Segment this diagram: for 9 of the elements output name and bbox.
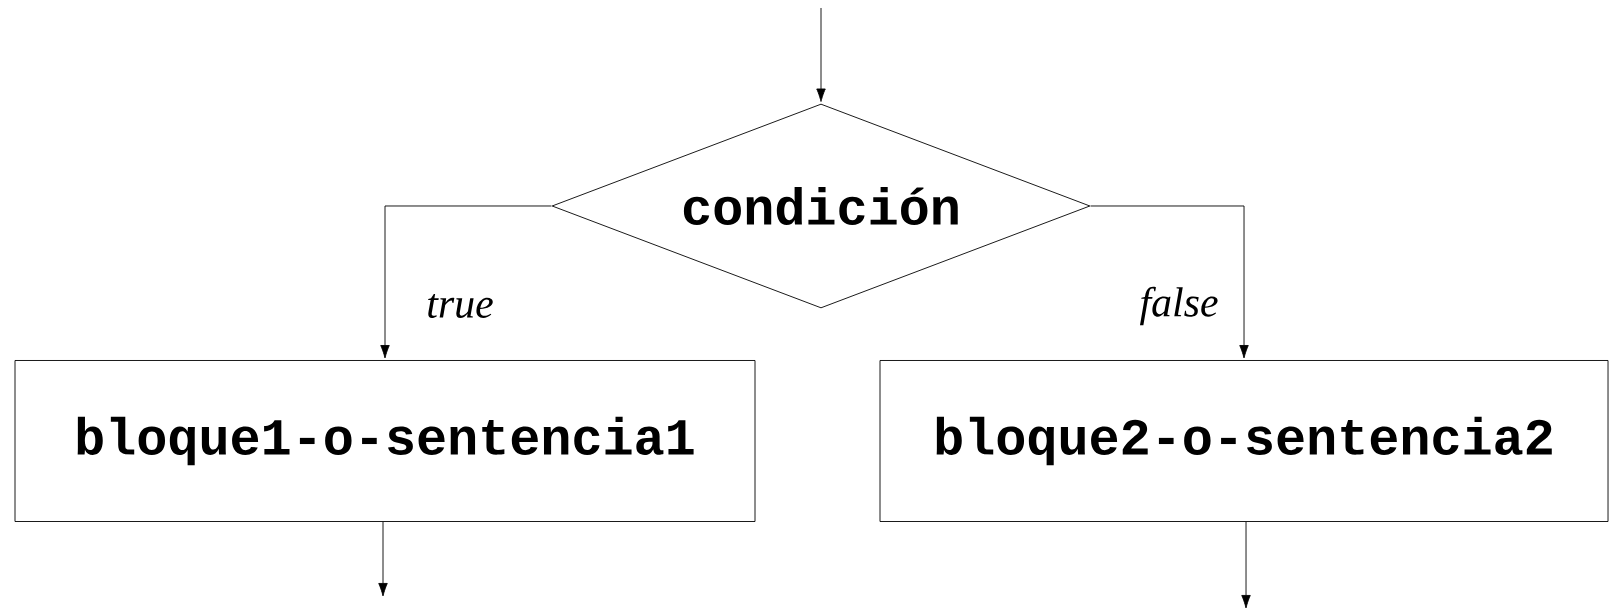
process-box: bloque2-o-sentencia2: [879, 360, 1609, 522]
arrow: [816, 7, 826, 102]
arrow: [380, 205, 552, 359]
edge-label: true: [425, 292, 495, 319]
arrow: [1090, 205, 1249, 359]
edge-label: false: [1138, 285, 1220, 327]
process-box: bloque1-o-sentencia1: [14, 360, 756, 522]
arrow: [1241, 521, 1251, 609]
arrow: [378, 521, 388, 597]
